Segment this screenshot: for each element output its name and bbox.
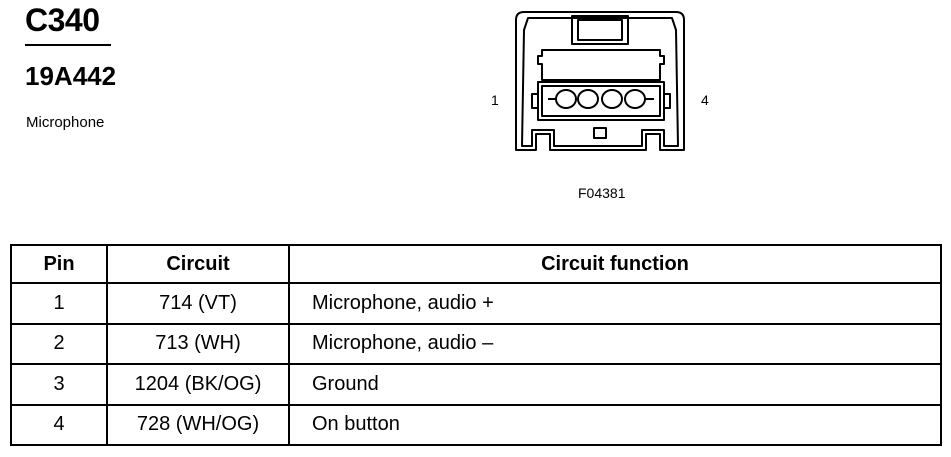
table-row: 1 714 (VT) Microphone, audio + [10, 282, 942, 325]
table-row: 2 713 (WH) Microphone, audio – [10, 322, 942, 365]
figure-id: F04381 [578, 185, 626, 201]
column-header-pin: Pin [10, 244, 108, 284]
pin-4-label: 4 [701, 92, 709, 108]
table-row: 4 728 (WH/OG) On button [10, 403, 942, 446]
circuit-cell: 714 (VT) [106, 282, 290, 325]
column-header-circuit: Circuit [106, 244, 290, 284]
pin-cell: 1 [10, 282, 108, 325]
function-cell: On button [288, 403, 942, 446]
pin-cell: 3 [10, 363, 108, 406]
circuit-cell: 713 (WH) [106, 322, 290, 365]
pin-cell: 4 [10, 403, 108, 446]
function-cell: Microphone, audio + [288, 282, 942, 325]
title-rule [25, 44, 111, 46]
circuit-cell: 728 (WH/OG) [106, 403, 290, 446]
part-number: 19A442 [25, 61, 117, 91]
pinout-table: Pin Circuit Circuit function 1 714 (VT) … [10, 244, 942, 446]
pin-1-label: 1 [491, 92, 499, 108]
connector-id: C340 [25, 2, 100, 38]
column-header-function: Circuit function [288, 244, 942, 284]
component-name: Microphone [26, 114, 105, 131]
function-cell: Microphone, audio – [288, 322, 942, 365]
table-row: 3 1204 (BK/OG) Ground [10, 363, 942, 406]
connector-face-drawing [515, 11, 685, 151]
circuit-cell: 1204 (BK/OG) [106, 363, 290, 406]
function-cell: Ground [288, 363, 942, 406]
pin-cell: 2 [10, 322, 108, 365]
table-header-row: Pin Circuit Circuit function [10, 244, 942, 284]
